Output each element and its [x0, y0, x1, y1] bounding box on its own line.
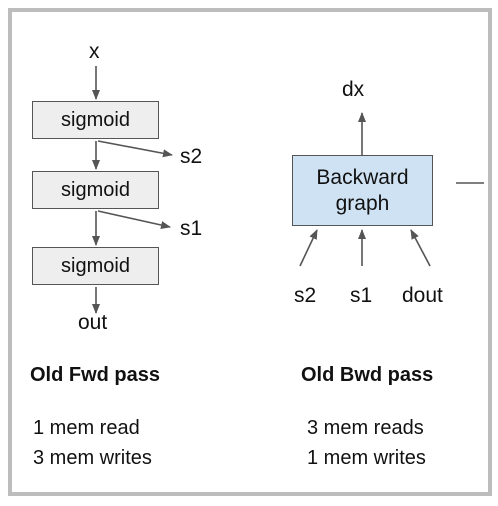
arrow-to-s1 — [97, 210, 171, 229]
arrow-s2-to-backward — [299, 229, 318, 267]
sigmoid-block-1: sigmoid — [32, 101, 159, 139]
arrow-dout-to-backward — [410, 229, 431, 267]
backward-output-label: dx — [342, 78, 365, 101]
forward-stat-reads: 1 mem read — [33, 417, 140, 439]
saved-s1-label: s1 — [180, 217, 203, 240]
backward-block-line1: Backward — [316, 165, 409, 189]
backward-input-dout: dout — [402, 284, 443, 307]
backward-stat-reads: 3 mem reads — [307, 417, 424, 439]
backward-stat-writes: 1 mem writes — [307, 447, 426, 469]
forward-input-label: x — [89, 40, 100, 63]
backward-block-line2: graph — [335, 191, 390, 215]
sigmoid-block-2: sigmoid — [32, 171, 159, 209]
forward-title: Old Fwd pass — [30, 364, 161, 386]
backward-graph-block: Backward graph — [292, 155, 433, 226]
backward-input-s1: s1 — [350, 284, 373, 307]
sigmoid-block-3: sigmoid — [32, 247, 159, 285]
backward-input-s2: s2 — [294, 284, 317, 307]
arrow-to-s2 — [97, 140, 173, 158]
saved-s2-label: s2 — [180, 145, 203, 168]
forward-stat-writes: 3 mem writes — [33, 447, 152, 469]
backward-title: Old Bwd pass — [301, 364, 434, 386]
forward-output-label: out — [78, 311, 108, 334]
